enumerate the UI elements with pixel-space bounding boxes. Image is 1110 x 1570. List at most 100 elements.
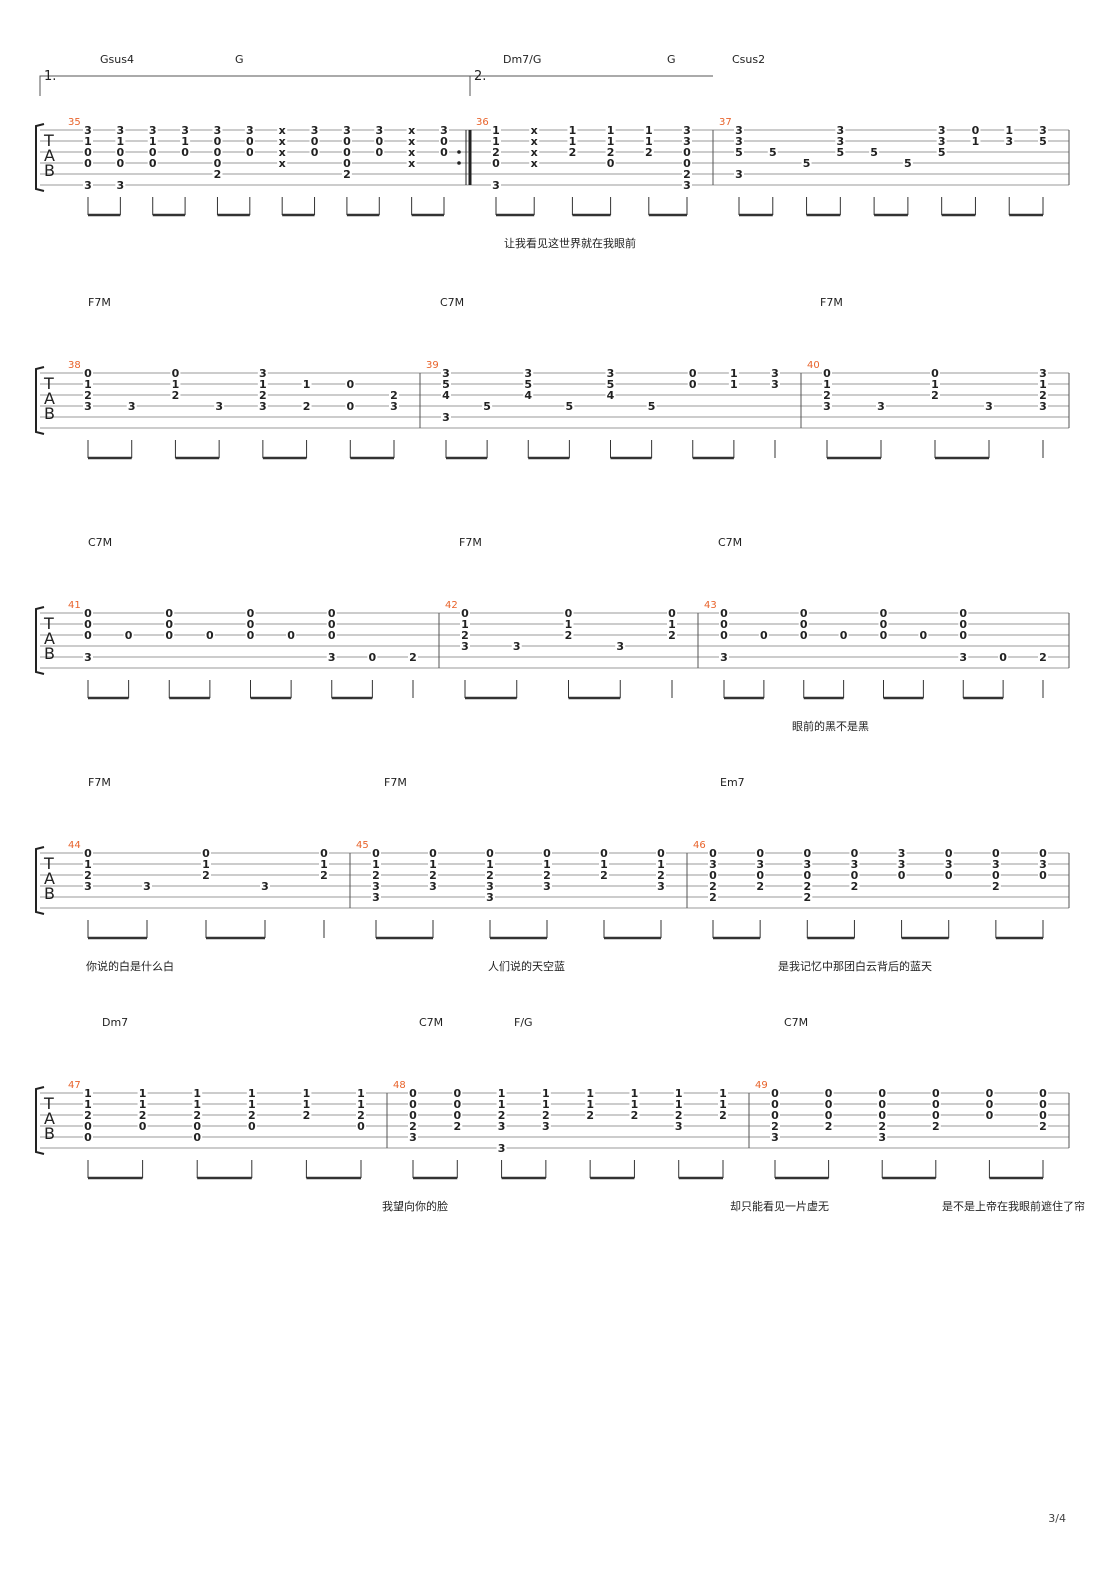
fret-number: 1 bbox=[492, 124, 500, 137]
fret-bg bbox=[147, 146, 158, 158]
fret-number: 3 bbox=[372, 891, 380, 904]
fret-bg bbox=[482, 400, 493, 412]
fret-bg bbox=[936, 146, 947, 158]
fret-number: 0 bbox=[214, 157, 222, 170]
fret-bg bbox=[260, 880, 270, 892]
repeat-dot bbox=[457, 150, 461, 154]
fret-number: 3 bbox=[735, 124, 743, 137]
fret-bg bbox=[1038, 124, 1048, 136]
fret-number: 1 bbox=[320, 858, 328, 871]
fret-bg bbox=[485, 891, 495, 903]
fret-number: 3 bbox=[1039, 124, 1047, 137]
fret-number: 0 bbox=[372, 847, 380, 860]
fret-bg bbox=[849, 880, 860, 892]
fret-number: 0 bbox=[206, 629, 214, 642]
fret-number: x bbox=[531, 157, 538, 170]
fret-number: 3 bbox=[898, 858, 906, 871]
fret-bg bbox=[371, 891, 381, 903]
fret-number: 0 bbox=[440, 146, 448, 159]
fret-number: 1 bbox=[931, 378, 939, 391]
chord-name: F7M bbox=[88, 296, 111, 309]
fret-number: 0 bbox=[248, 1120, 256, 1133]
fret-bg bbox=[822, 389, 832, 401]
chord-name: C7M bbox=[440, 296, 464, 309]
fret-bg bbox=[1038, 400, 1048, 412]
fret-bg bbox=[822, 400, 832, 412]
fret-bg bbox=[115, 135, 126, 147]
fret-number: 0 bbox=[959, 618, 967, 631]
fret-number: 2 bbox=[878, 1120, 886, 1133]
fret-number: 1 bbox=[607, 124, 615, 137]
fret-number: 3 bbox=[675, 1120, 683, 1133]
fret-bg bbox=[877, 1120, 888, 1132]
fret-number: 1 bbox=[972, 135, 980, 148]
fret-number: 0 bbox=[84, 367, 92, 380]
fret-number: 0 bbox=[709, 869, 717, 882]
fret-number: 1 bbox=[149, 135, 157, 148]
fret-number: 1 bbox=[498, 1087, 506, 1100]
fret-bg bbox=[718, 1098, 728, 1110]
fret-bg bbox=[192, 1098, 203, 1110]
fret-number: 3 bbox=[1039, 367, 1047, 380]
fret-number: 0 bbox=[429, 847, 437, 860]
fret-bg bbox=[496, 1098, 507, 1110]
fret-bg bbox=[523, 367, 534, 379]
tab-clef-letter: T bbox=[43, 131, 54, 150]
fret-number: 3 bbox=[771, 367, 779, 380]
fret-bg bbox=[656, 858, 666, 870]
fret-number: 3 bbox=[683, 135, 691, 148]
fret-bg bbox=[301, 400, 312, 412]
fret-bg bbox=[147, 157, 158, 169]
fret-bg bbox=[83, 400, 93, 412]
chord-name: C7M bbox=[784, 1016, 808, 1029]
fret-bg bbox=[83, 378, 93, 390]
fret-number: 3 bbox=[898, 847, 906, 860]
fret-number: 3 bbox=[429, 880, 437, 893]
fret-bg bbox=[755, 880, 766, 892]
fret-bg bbox=[958, 618, 969, 630]
fret-bg bbox=[245, 629, 256, 641]
fret-number: 2 bbox=[84, 1109, 92, 1122]
measure-number: 48 bbox=[393, 1080, 406, 1091]
fret-bg bbox=[682, 179, 692, 191]
fret-bg bbox=[147, 124, 158, 136]
fret-number: 0 bbox=[409, 1109, 417, 1122]
fret-bg bbox=[389, 400, 399, 412]
fret-bg bbox=[798, 618, 809, 630]
fret-number: 3 bbox=[117, 124, 125, 137]
chord-name: F7M bbox=[820, 296, 843, 309]
fret-number: 3 bbox=[84, 400, 92, 413]
fret-bg bbox=[540, 1098, 551, 1110]
fret-bg bbox=[656, 869, 666, 881]
fret-number: 3 bbox=[959, 651, 967, 664]
fret-bg bbox=[371, 847, 381, 859]
lyric-text: 是我记忆中那团白云背后的蓝天 bbox=[778, 959, 932, 973]
fret-bg bbox=[374, 146, 385, 158]
fret-number: 1 bbox=[498, 1098, 506, 1111]
fret-bg bbox=[452, 1098, 463, 1110]
fret-bg bbox=[990, 880, 1001, 892]
fret-number: 1 bbox=[259, 378, 267, 391]
fret-bg bbox=[755, 847, 766, 859]
fret-bg bbox=[708, 880, 718, 892]
fret-number: 1 bbox=[631, 1098, 639, 1111]
fret-number: 0 bbox=[193, 1131, 201, 1144]
fret-number: 0 bbox=[214, 135, 222, 148]
fret-number: 1 bbox=[586, 1098, 594, 1111]
fret-bg bbox=[83, 367, 93, 379]
fret-number: 2 bbox=[825, 1120, 833, 1133]
fret-bg bbox=[164, 607, 175, 619]
fret-number: 0 bbox=[760, 629, 768, 642]
chord-name: Dm7/G bbox=[503, 53, 541, 66]
tab-clef-letter: B bbox=[44, 884, 55, 903]
fret-bg bbox=[441, 411, 451, 423]
fret-bg bbox=[718, 1087, 728, 1099]
fret-bg bbox=[943, 858, 954, 870]
fret-number: 0 bbox=[800, 618, 808, 631]
fret-bg bbox=[542, 847, 552, 859]
fret-bg bbox=[656, 880, 666, 892]
fret-bg bbox=[984, 400, 994, 412]
fret-bg bbox=[204, 629, 215, 641]
chord-name: Em7 bbox=[720, 776, 745, 789]
fret-bg bbox=[83, 847, 93, 859]
